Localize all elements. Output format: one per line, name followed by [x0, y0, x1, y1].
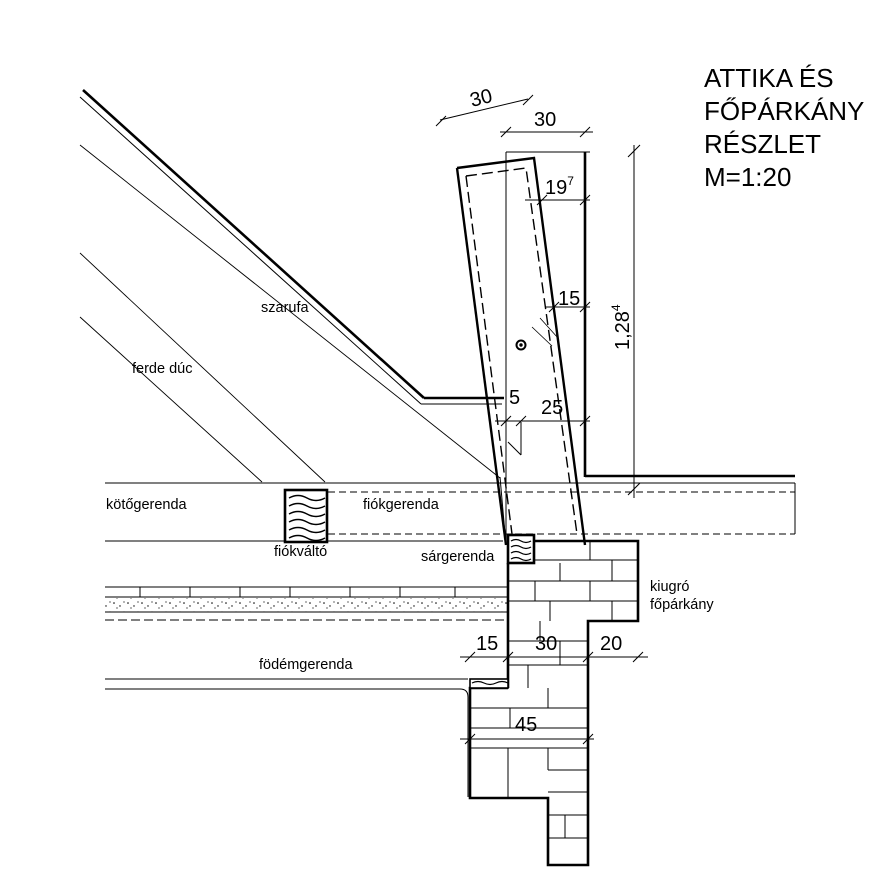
tie-beam-band [105, 474, 796, 542]
label-sargerenda: sárgerenda [421, 549, 495, 565]
roof-rafter [79, 89, 504, 405]
dim-20-low: 20 [600, 633, 622, 655]
dim-30-low: 30 [535, 633, 557, 655]
label-ferde-duc: ferde dúc [132, 361, 192, 377]
dim-30-top: 30 [534, 109, 556, 131]
attic-wall-vertical [505, 151, 590, 545]
title-line-1: ATTIKA ÉS [704, 63, 834, 93]
dim-25: 25 [541, 397, 563, 419]
label-fodemgerenda: födémgerenda [259, 657, 353, 673]
floor-slab [105, 586, 508, 621]
attic-parapet [455, 156, 587, 546]
dim-1-28: 1,284 [609, 304, 634, 350]
lower-wall-masonry [468, 678, 590, 867]
title-line-3: RÉSZLET [704, 129, 822, 159]
label-kotogerenda: kötőgerenda [106, 497, 188, 513]
dim-5: 5 [509, 387, 520, 409]
diagonal-brace-lines [79, 144, 501, 483]
dimension-texts: 30 30 197 15 1,284 5 25 15 30 20 45 [468, 85, 634, 736]
label-fiokvalto: fiókváltó [274, 544, 327, 560]
trimmer-timber-section [283, 488, 329, 544]
sill-plate-timber [506, 533, 536, 565]
label-foparkany: főpárkány [650, 597, 714, 613]
title-line-2: FŐPÁRKÁNY [704, 96, 865, 126]
floor-beam [105, 678, 469, 797]
dim-19: 197 [545, 174, 574, 199]
dimension-lines [435, 94, 648, 745]
anchor-bolt [507, 317, 559, 456]
dim-45: 45 [515, 714, 537, 736]
material-labels: szarufa ferde dúc kötőgerenda fiókgerend… [106, 300, 714, 673]
dim-30-tilted: 30 [468, 85, 495, 112]
label-szarufa: szarufa [261, 300, 309, 316]
label-fiokgerenda: fiókgerenda [363, 497, 440, 513]
dim-15-low: 15 [476, 633, 498, 655]
cornice-masonry [506, 539, 640, 688]
label-kiugro: kiugró [650, 579, 690, 595]
title-scale: M=1:20 [704, 162, 792, 192]
title-block: ATTIKA ÉS FŐPÁRKÁNY RÉSZLET M=1:20 [704, 62, 889, 194]
dim-15-wall: 15 [558, 288, 580, 310]
